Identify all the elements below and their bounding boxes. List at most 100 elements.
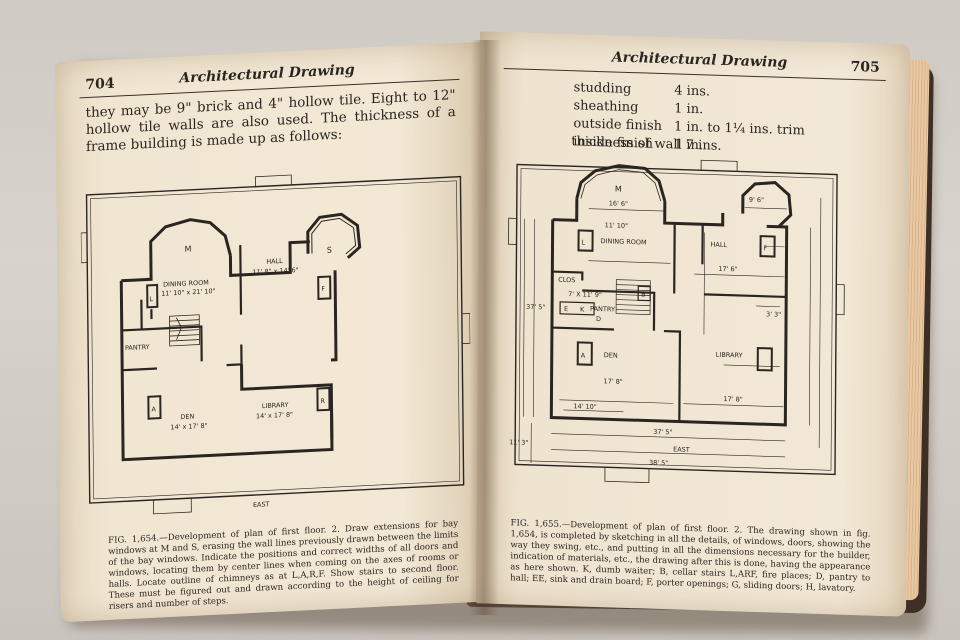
label-chimney-f: F bbox=[764, 244, 768, 252]
chimney-l bbox=[146, 283, 159, 309]
dim-den-2: 14' 10" bbox=[573, 402, 596, 411]
dim-11: 11' 3" bbox=[509, 438, 528, 447]
partition-pantry bbox=[582, 289, 656, 331]
south-steps bbox=[835, 284, 845, 316]
partition-hall-south bbox=[704, 293, 787, 299]
label-hall: HALL bbox=[266, 257, 283, 266]
porch-outline bbox=[514, 163, 838, 476]
west-steps bbox=[80, 232, 88, 264]
label-clos: CLOS bbox=[558, 276, 575, 285]
label-pantry: PANTRY bbox=[590, 305, 615, 314]
bay-window-s-inner bbox=[311, 217, 357, 255]
label-d: D bbox=[596, 315, 601, 323]
dim-bay: 9' 6" bbox=[749, 196, 764, 204]
label-den-dim: 14' x 17' 8" bbox=[171, 422, 208, 432]
label-chimney-a: A bbox=[581, 351, 586, 359]
label-dining-room: DINING ROOM bbox=[601, 237, 647, 246]
bay-window-s bbox=[306, 212, 362, 259]
cellar-stairs-b bbox=[637, 285, 651, 302]
label-k: K bbox=[580, 305, 585, 313]
label-den: DEN bbox=[604, 351, 618, 359]
dim-side: 37' 5" bbox=[526, 303, 545, 312]
label-library: LIBRARY bbox=[716, 351, 743, 360]
bay-window-m bbox=[149, 218, 232, 260]
spec-item: outside finish bbox=[573, 116, 663, 135]
label-dining-room: DINING ROOM bbox=[163, 278, 209, 288]
spec-value: 1 in. bbox=[674, 101, 704, 118]
stairs bbox=[168, 314, 200, 347]
label-chimney-f: F bbox=[321, 285, 325, 293]
floor-plan-drawing: M S DINING ROOM 11' 10" x 21' 10" HALL 1… bbox=[80, 174, 471, 515]
south-steps bbox=[461, 313, 471, 345]
label-chimney-a: A bbox=[151, 405, 156, 413]
label-chimney-l: L bbox=[582, 238, 586, 246]
book-gutter bbox=[468, 39, 502, 616]
dim-library: 17' 8" bbox=[723, 395, 742, 404]
house-wall-nw bbox=[121, 259, 153, 283]
label-east: EAST bbox=[673, 445, 690, 454]
spec-item: sheathing bbox=[573, 98, 639, 116]
floor-plan-fig-1655: M 16' 6" 9' 6" 11' 10" DINING ROOM HALL … bbox=[503, 148, 896, 524]
dimensioned-floor-plan: M 16' 6" 9' 6" 11' 10" DINING ROOM HALL … bbox=[508, 159, 845, 484]
library-wall bbox=[240, 364, 334, 440]
partition-pantry-2 bbox=[141, 325, 203, 362]
label-chimney-l: L bbox=[149, 295, 153, 303]
north-steps bbox=[700, 159, 738, 172]
dim-3: 3' 3" bbox=[766, 310, 781, 318]
label-bay-s: S bbox=[327, 246, 332, 255]
label-east: EAST bbox=[253, 500, 270, 509]
dim-top: 16' 6" bbox=[609, 199, 628, 208]
dim-total-1: 37' 5" bbox=[653, 428, 672, 437]
porch-inner-outline bbox=[90, 180, 460, 500]
bay-window-s bbox=[741, 181, 793, 228]
caption-fig-1654: FIG. 1,654.—Development of plan of first… bbox=[108, 518, 459, 612]
right-page-number: 705 bbox=[850, 58, 880, 76]
caption-fig-1655: FIG. 1,655.—Development of plan of first… bbox=[510, 518, 871, 595]
spec-value: 1 in. to 1¼ ins. trim bbox=[673, 119, 805, 139]
house-wall-north bbox=[228, 240, 310, 277]
label-bay-m: M bbox=[185, 244, 192, 253]
dim-total-2: 38' 5" bbox=[649, 459, 668, 468]
house-wall-east bbox=[330, 270, 338, 362]
left-page: 704 Architectural Drawing they may be 9"… bbox=[55, 41, 489, 623]
right-page: Architectural Drawing 705 studding 4 ins… bbox=[476, 31, 910, 617]
house-wall-nw bbox=[552, 198, 579, 222]
east-steps bbox=[152, 497, 192, 515]
spec-item: studding bbox=[573, 80, 632, 98]
label-den: DEN bbox=[180, 412, 194, 421]
chimney-r bbox=[756, 347, 773, 372]
chimney-a bbox=[576, 341, 593, 366]
stairs bbox=[615, 279, 651, 316]
spec-value: 4 ins. bbox=[674, 83, 711, 100]
west-steps bbox=[508, 217, 518, 245]
floor-plan-fig-1654: M S DINING ROOM 11' 10" x 21' 10" HALL 1… bbox=[80, 154, 472, 531]
dim-den: 17' 8" bbox=[604, 377, 623, 386]
dim-hall: 17' 6" bbox=[718, 265, 737, 274]
label-bay-m: M bbox=[615, 185, 622, 194]
bay-window-m-inner bbox=[580, 169, 662, 202]
chimney-f bbox=[759, 235, 776, 258]
label-e: E bbox=[564, 305, 568, 313]
partition-den bbox=[122, 367, 158, 372]
dim-dining: 11' 10" bbox=[605, 221, 628, 230]
label-library-dim: 14' x 17' 8" bbox=[256, 411, 293, 421]
chimney-r bbox=[316, 386, 331, 412]
east-steps bbox=[604, 466, 650, 484]
left-running-title: Architectural Drawing bbox=[179, 61, 355, 87]
label-dining-dim: 11' 10" x 21' 10" bbox=[161, 287, 215, 298]
house-wall-north bbox=[663, 201, 725, 227]
chimney-f bbox=[317, 275, 332, 301]
label-b: B bbox=[641, 290, 646, 298]
sink-drain-board bbox=[559, 301, 595, 316]
partition-hall bbox=[239, 245, 243, 315]
left-body-text: they may be 9" brick and 4" hollow tile.… bbox=[85, 87, 456, 156]
label-hall-dim: 11' 8" x 14' 6" bbox=[252, 266, 298, 276]
partition-pantry bbox=[121, 299, 143, 332]
dim-pantry: 7' X 11' 9" bbox=[568, 290, 602, 299]
label-chimney-r: R bbox=[320, 397, 325, 405]
left-page-number: 704 bbox=[85, 75, 115, 94]
bay-window-m bbox=[575, 164, 667, 202]
north-steps bbox=[255, 174, 292, 188]
label-library: LIBRARY bbox=[262, 401, 289, 410]
chimney-a bbox=[147, 395, 162, 420]
